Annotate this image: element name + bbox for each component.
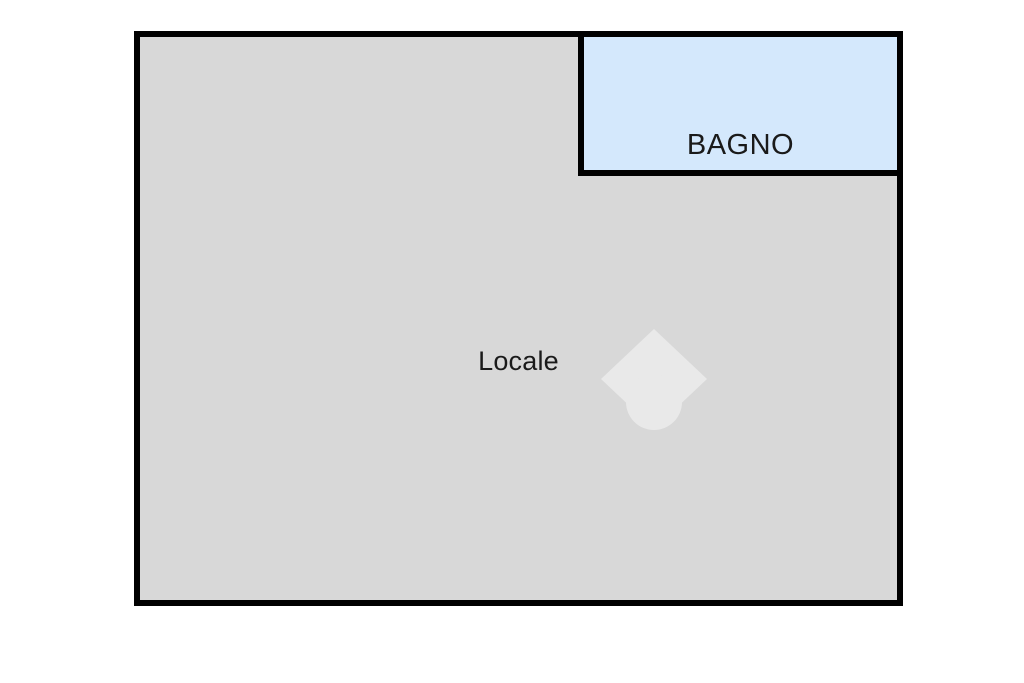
pin-marker-watermark (595, 323, 713, 433)
room-label-bagno: BAGNO (686, 129, 795, 161)
room-label-locale: Locale (478, 346, 559, 376)
room-bagno: BAGNO (578, 31, 903, 176)
